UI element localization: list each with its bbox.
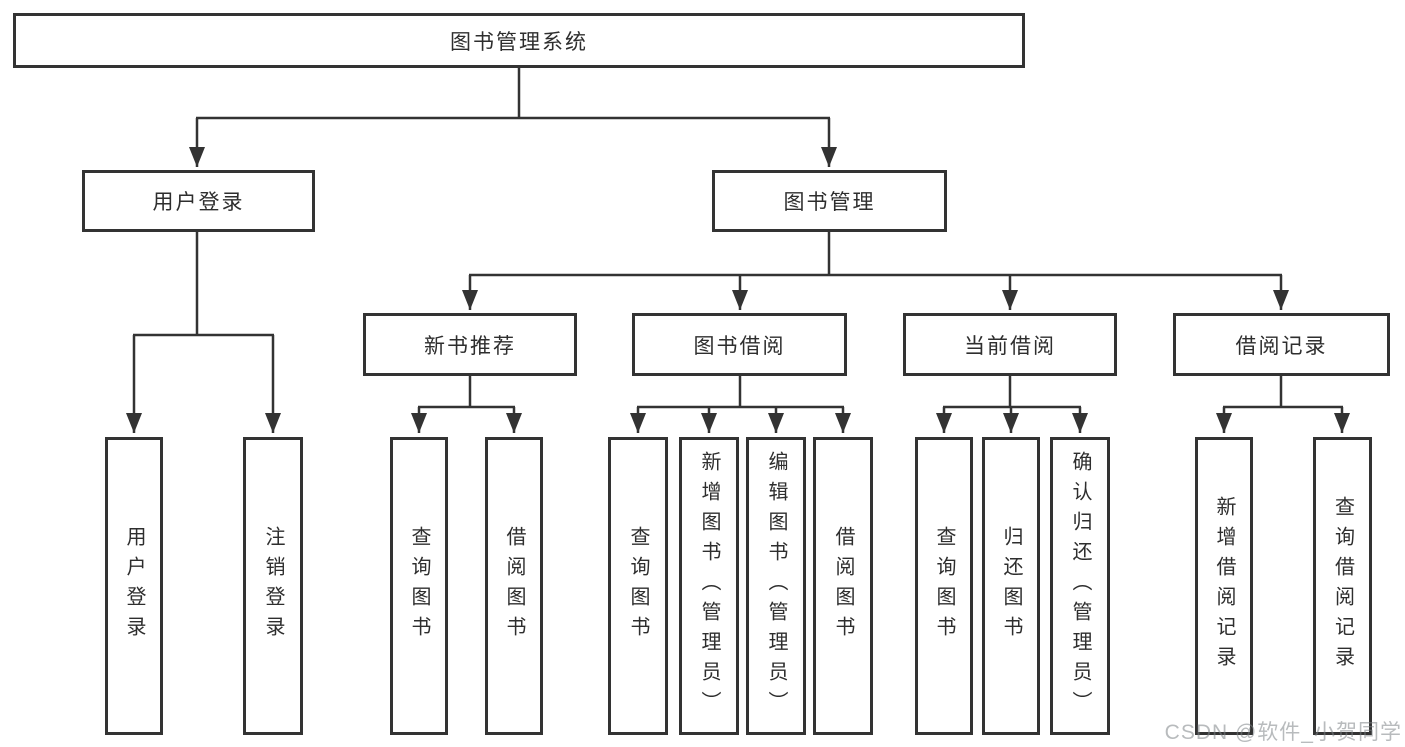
leaf-query-books-borrow: 查询图书	[608, 437, 668, 735]
leaf-query-books-recommend: 查询图书	[390, 437, 448, 735]
node-borrowing-records: 借阅记录	[1173, 313, 1390, 376]
node-book-borrowing: 图书借阅	[632, 313, 847, 376]
leaf-add-borrow-record: 新增借阅记录	[1195, 437, 1253, 735]
node-user-login: 用户登录	[82, 170, 315, 232]
leaf-borrow-books-recommend: 借阅图书	[485, 437, 543, 735]
leaf-confirm-return-admin: 确认归还（管理员）	[1050, 437, 1110, 735]
leaf-query-borrow-record: 查询借阅记录	[1313, 437, 1372, 735]
node-library-management-system: 图书管理系统	[13, 13, 1025, 68]
leaf-edit-books-admin: 编辑图书（管理员）	[746, 437, 806, 735]
leaf-add-books-admin: 新增图书（管理员）	[679, 437, 739, 735]
leaf-return-books: 归还图书	[982, 437, 1040, 735]
leaf-logout: 注销登录	[243, 437, 303, 735]
leaf-query-books-current: 查询图书	[915, 437, 973, 735]
leaf-user-login: 用户登录	[105, 437, 163, 735]
node-current-borrowing: 当前借阅	[903, 313, 1117, 376]
node-new-book-recommendation: 新书推荐	[363, 313, 577, 376]
leaf-borrow-books: 借阅图书	[813, 437, 873, 735]
node-book-management: 图书管理	[712, 170, 947, 232]
